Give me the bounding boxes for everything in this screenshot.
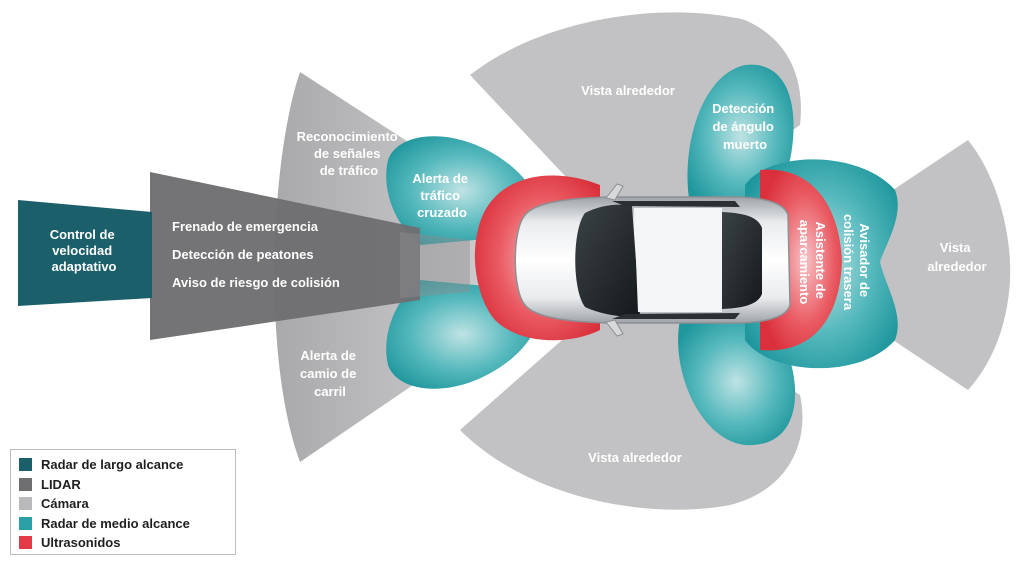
car-mirror-bottom [605,319,624,337]
lidar-fade [400,232,470,298]
legend-swatch [19,497,32,511]
car-windshield [575,204,640,317]
surround-top-label: Vista alrededor [581,83,675,98]
legend: Radar de largo alcance LIDAR Cámara Rada… [10,449,236,555]
lidar-label-collision-warning: Aviso de riesgo de colisión [172,275,340,290]
legend-label: Radar de largo alcance [41,457,184,473]
lidar-zone [150,172,420,340]
legend-swatch [19,516,32,530]
legend-item-camera: Cámara [19,494,227,514]
legend-swatch [19,458,32,472]
surround-rear-zone [878,140,1011,390]
surround-top-zone [470,12,801,246]
legend-label: Radar de medio alcance [41,515,190,531]
surround-rear-label: Vista alrededor [927,240,986,274]
car-roof [634,208,722,312]
legend-swatch [19,477,32,491]
legend-label: Ultrasonidos [41,535,121,551]
car-mirror-top [605,183,624,201]
surround-bottom-zone [460,280,803,510]
car-rear-window [722,212,762,309]
legend-item-ultrasonic: Ultrasonidos [19,533,227,553]
long-range-radar-zone [18,200,152,306]
legend-label: LIDAR [41,476,81,492]
legend-item-long-range-radar: Radar de largo alcance [19,455,227,475]
legend-item-lidar: LIDAR [19,475,227,495]
legend-swatch [19,536,32,550]
legend-label: Cámara [41,496,89,512]
acc-label: Control de velocidad adaptativo [50,227,119,274]
blind-spot-label: Detección de ángulo muerto [712,101,778,152]
sign-recognition-label: Reconocimiento de señales de tráfico [297,129,402,178]
lidar-label-emergency-braking: Frenado de emergencia [172,219,319,234]
lane-alert-label: Alerta de camio de carril [300,348,360,399]
surround-bottom-label: Vista alrededor [588,450,682,465]
lidar-label-pedestrian-detection: Detección de peatones [172,247,314,262]
legend-item-mid-range-radar: Radar de medio alcance [19,514,227,534]
car-side-window-top [612,201,740,207]
rear-collision-label: Avisador de colisión trasera [841,214,872,311]
car [514,183,791,337]
cross-traffic-label: Alerta de tráfico cruzado [412,171,471,220]
car-side-window-bottom [612,313,740,319]
parking-label: Asistente de aparcamiento [797,220,828,305]
